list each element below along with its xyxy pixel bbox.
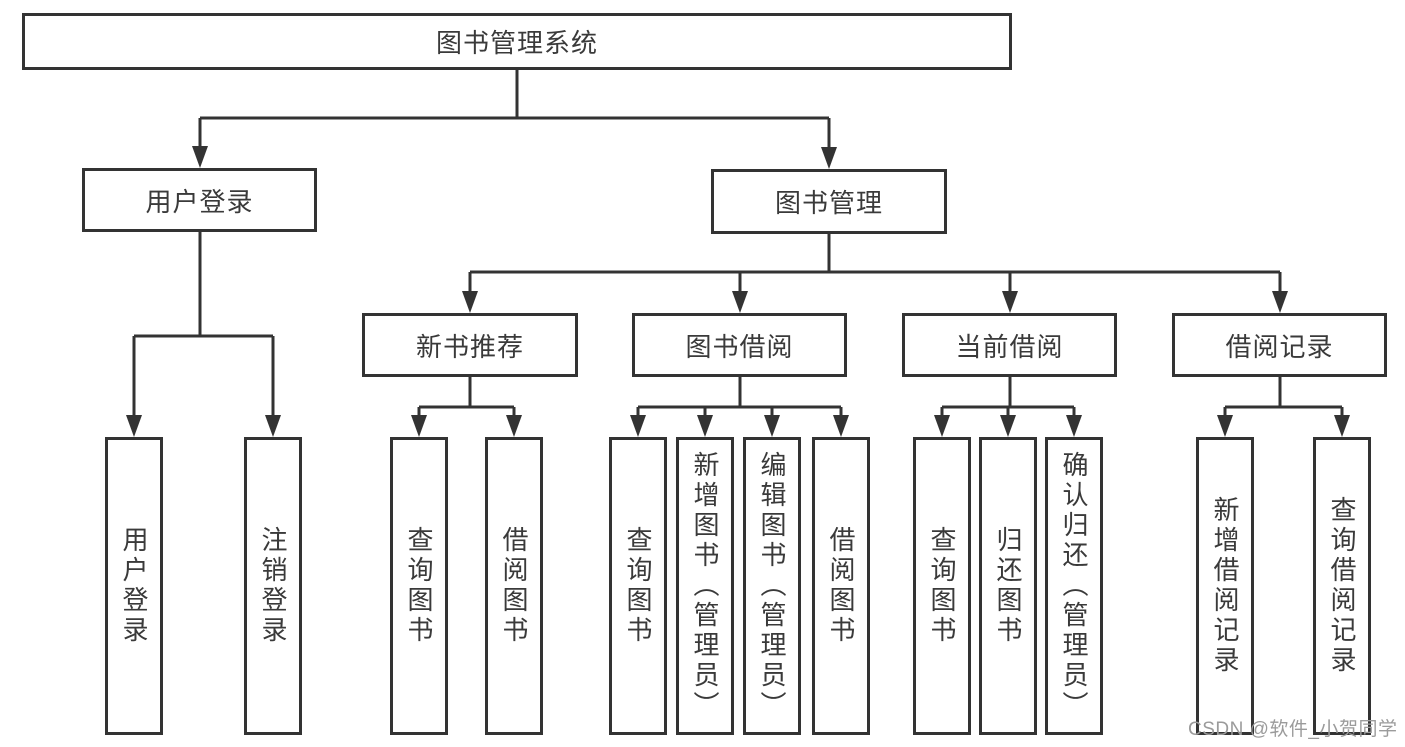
node-borrowing-records: 借阅记录 (1172, 313, 1387, 377)
node-book-management: 图书管理 (711, 169, 947, 234)
node-label: 图书管理 (774, 188, 883, 218)
arrowhead (1217, 415, 1233, 437)
leaf-label: 新增图书（管理员） (690, 451, 720, 721)
leaf-query-books-recommend: 查询图书 (390, 437, 448, 735)
arrowhead (192, 146, 208, 168)
node-current-borrowing: 当前借阅 (902, 313, 1117, 377)
leaf-label: 注销登录 (258, 526, 288, 646)
node-library-management-system: 图书管理系统 (22, 13, 1012, 70)
arrowhead (630, 415, 646, 437)
arrowhead (462, 291, 478, 313)
arrowhead (697, 415, 713, 437)
leaf-edit-books-admin: 编辑图书（管理员） (743, 437, 801, 735)
leaf-confirm-return-admin: 确认归还（管理员） (1045, 437, 1103, 735)
leaf-return-books: 归还图书 (979, 437, 1037, 735)
leaf-label: 查询图书 (927, 526, 957, 646)
arrowhead (1334, 415, 1350, 437)
arrowhead (126, 415, 142, 437)
arrowhead (934, 415, 950, 437)
arrowhead (506, 415, 522, 437)
node-label: 图书借阅 (685, 331, 794, 362)
node-label: 当前借阅 (955, 331, 1064, 362)
leaf-add-borrow-record: 新增借阅记录 (1196, 437, 1254, 735)
node-label: 借阅记录 (1225, 331, 1334, 362)
connector-records-to-leaves (1223, 377, 1344, 419)
node-label: 图书管理系统 (435, 28, 598, 58)
arrowhead (764, 415, 780, 437)
arrowhead (411, 415, 427, 437)
leaf-label: 查询借阅记录 (1327, 496, 1357, 676)
connector-recommend-to-leaves (417, 377, 516, 419)
leaf-query-books-borrowing: 查询图书 (609, 437, 667, 735)
connector-current-to-leaves (940, 377, 1076, 419)
leaf-label: 借阅图书 (826, 526, 856, 646)
connector-mgmt-to-level2 (468, 234, 1282, 295)
leaf-label: 新增借阅记录 (1210, 496, 1240, 676)
leaf-label: 用户登录 (119, 526, 149, 646)
leaf-label: 查询图书 (404, 526, 434, 646)
arrowhead (265, 415, 281, 437)
node-book-borrowing: 图书借阅 (632, 313, 847, 377)
arrowhead (1066, 415, 1082, 437)
arrowhead (1272, 291, 1288, 313)
leaf-user-login: 用户登录 (105, 437, 163, 735)
leaf-label: 确认归还（管理员） (1059, 451, 1089, 721)
node-label: 用户登录 (145, 186, 254, 217)
leaf-query-books-current: 查询图书 (913, 437, 971, 735)
leaf-borrow-books-borrowing: 借阅图书 (812, 437, 870, 735)
leaf-label: 借阅图书 (499, 526, 529, 646)
connector-borrowing-to-leaves (636, 377, 843, 419)
arrowhead (1002, 291, 1018, 313)
arrowhead (732, 291, 748, 313)
leaf-logout: 注销登录 (244, 437, 302, 735)
node-new-book-recommend: 新书推荐 (362, 313, 578, 377)
leaf-label: 编辑图书（管理员） (757, 451, 787, 721)
arrowhead (1000, 415, 1016, 437)
arrowhead (821, 147, 837, 169)
leaf-add-books-admin: 新增图书（管理员） (676, 437, 734, 735)
connector-login-to-leaves (132, 232, 275, 419)
leaf-label: 查询图书 (623, 526, 653, 646)
leaf-query-borrow-record: 查询借阅记录 (1313, 437, 1371, 735)
node-user-login: 用户登录 (82, 168, 317, 232)
node-label: 新书推荐 (415, 331, 524, 362)
connector-root-to-level1 (198, 70, 831, 151)
arrowhead (833, 415, 849, 437)
csdn-watermark: CSDN @软件_小贺同学 (1188, 719, 1398, 740)
leaf-borrow-books-recommend: 借阅图书 (485, 437, 543, 735)
leaf-label: 归还图书 (993, 526, 1023, 646)
